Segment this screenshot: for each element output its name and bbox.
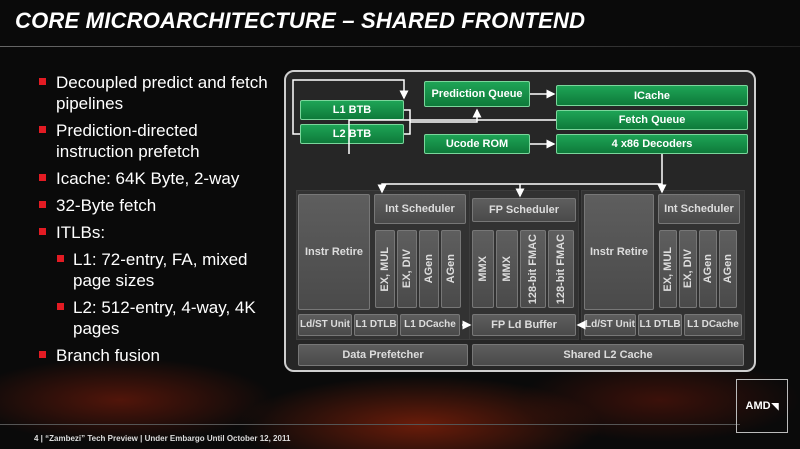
- fp-unit-3: 128-bit FMAC: [548, 230, 574, 308]
- sub-bullet-item: L2: 512-entry, 4-way, 4K pages: [56, 297, 276, 339]
- amd-logo: AMD◥: [736, 379, 788, 433]
- footer-divider: [0, 424, 740, 425]
- exec-unit-right-2: AGen: [699, 230, 717, 308]
- sub-bullet-item: L1: 72-entry, FA, mixed page sizes: [56, 249, 276, 291]
- bullet-item: Icache: 64K Byte, 2-way: [36, 168, 276, 189]
- bullet-item-itlbs: ITLBs: L1: 72-entry, FA, mixed page size…: [36, 222, 276, 339]
- int-scheduler-left: Int Scheduler: [374, 194, 466, 224]
- exec-unit-left-2: AGen: [419, 230, 439, 308]
- data-prefetcher: Data Prefetcher: [298, 344, 468, 366]
- bullet-item: Decoupled predict and fetch pipelines: [36, 72, 276, 114]
- fetch-queue: Fetch Queue: [556, 110, 748, 130]
- bullet-list: Decoupled predict and fetch pipelines Pr…: [36, 72, 276, 372]
- icache: ICache: [556, 85, 748, 106]
- exec-unit-left-3: AGen: [441, 230, 461, 308]
- l2-btb: L2 BTB: [300, 124, 404, 144]
- ucode-rom: Ucode ROM: [424, 134, 530, 154]
- logo-text: AMD: [745, 400, 771, 412]
- sub-bullet-list: L1: 72-entry, FA, mixed page sizes L2: 5…: [56, 249, 276, 339]
- fp-unit-0: MMX: [472, 230, 494, 308]
- fp-unit-2: 128-bit FMAC: [520, 230, 546, 308]
- prediction-queue: Prediction Queue: [424, 81, 530, 107]
- int-scheduler-right: Int Scheduler: [658, 194, 740, 224]
- bullet-item: Branch fusion: [36, 345, 276, 366]
- slide-title: CORE MICROARCHITECTURE – SHARED FRONTEND: [15, 8, 586, 33]
- instr-retire-right: Instr Retire: [584, 194, 654, 310]
- l1-dtlb-right: L1 DTLB: [638, 314, 682, 336]
- connector-arrows: [292, 79, 667, 330]
- exec-unit-right-1: EX, DIV: [679, 230, 697, 308]
- architecture-diagram: L1 BTB L2 BTB Prediction Queue ICache Fe…: [284, 70, 756, 372]
- fp-scheduler: FP Scheduler: [472, 198, 576, 222]
- title-divider: [0, 46, 800, 47]
- l1-btb: L1 BTB: [300, 100, 404, 120]
- amd-arrow-icon: ◥: [771, 400, 779, 411]
- decoders: 4 x86 Decoders: [556, 134, 748, 154]
- fp-unit-1: MMX: [496, 230, 518, 308]
- l1-dtlb-left: L1 DTLB: [354, 314, 398, 336]
- shared-l2-cache: Shared L2 Cache: [472, 344, 744, 366]
- instr-retire-left: Instr Retire: [298, 194, 370, 310]
- l1-dcache-right: L1 DCache: [684, 314, 742, 336]
- bullet-item: Prediction-directed instruction prefetch: [36, 120, 276, 162]
- exec-unit-right-3: AGen: [719, 230, 737, 308]
- exec-unit-left-0: EX, MUL: [375, 230, 395, 308]
- exec-unit-right-0: EX, MUL: [659, 230, 677, 308]
- fp-ld-buffer: FP Ld Buffer: [472, 314, 576, 336]
- bullet-item: 32-Byte fetch: [36, 195, 276, 216]
- bullet-text: ITLBs:: [56, 223, 106, 242]
- l1-dcache-left: L1 DCache: [400, 314, 460, 336]
- ldst-unit-left: Ld/ST Unit: [298, 314, 352, 336]
- footer-text: 4 | “Zambezi” Tech Preview | Under Embar…: [34, 434, 291, 443]
- exec-unit-left-1: EX, DIV: [397, 230, 417, 308]
